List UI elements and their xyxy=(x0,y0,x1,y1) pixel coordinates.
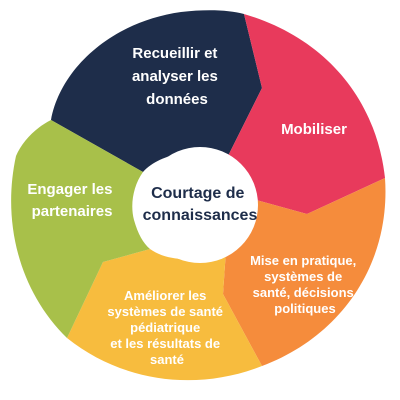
segment-engage-label-line: partenaires xyxy=(32,203,113,220)
segment-mobilize-label: Mobiliser xyxy=(281,121,347,138)
segment-engage-shape xyxy=(11,120,151,338)
center-circle xyxy=(142,147,258,263)
segment-engage-label: Engager les partenaires xyxy=(27,181,116,220)
segment-improve-label-line: et les résultats de xyxy=(110,336,220,351)
segment-improve-label-line: systèmes de santé xyxy=(107,304,223,319)
segment-improve-label: Améliorer les systèmes de santé pédiatri… xyxy=(107,288,226,367)
segment-collect-label-line: Recueillir et xyxy=(132,45,217,62)
segment-mobilize-shape xyxy=(224,14,385,214)
segment-mobilize-label-line: Mobiliser xyxy=(281,121,347,138)
segment-collect-label-line: analyser les xyxy=(132,68,218,85)
segment-improve-label-line: santé xyxy=(150,352,184,367)
center-label-line: Courtage de xyxy=(151,185,244,202)
segment-collect-label-line: données xyxy=(146,91,208,108)
segment-practice-label-line: systèmes de xyxy=(264,269,342,284)
segment-practice-label-line: politiques xyxy=(274,301,335,316)
segment-improve-label-line: Améliorer les xyxy=(124,288,206,303)
segment-practice-label: Mise en pratique, systèmes de santé, déc… xyxy=(250,253,360,316)
segment-improve-label-line: pédiatrique xyxy=(130,320,200,335)
segment-collect-shape xyxy=(51,10,262,173)
segment-practice-shape xyxy=(223,178,386,366)
segment-engage-label-line: Engager les xyxy=(27,181,112,198)
segment-practice-label-line: santé, décisions xyxy=(253,285,354,300)
segment-improve-shape xyxy=(67,249,262,381)
segment-practice-label-line: Mise en pratique, xyxy=(250,253,356,268)
segment-collect-label: Recueillir et analyser les données xyxy=(132,45,222,108)
center-label: Courtage de connaissances xyxy=(143,185,258,224)
center-label-line: connaissances xyxy=(143,207,258,224)
